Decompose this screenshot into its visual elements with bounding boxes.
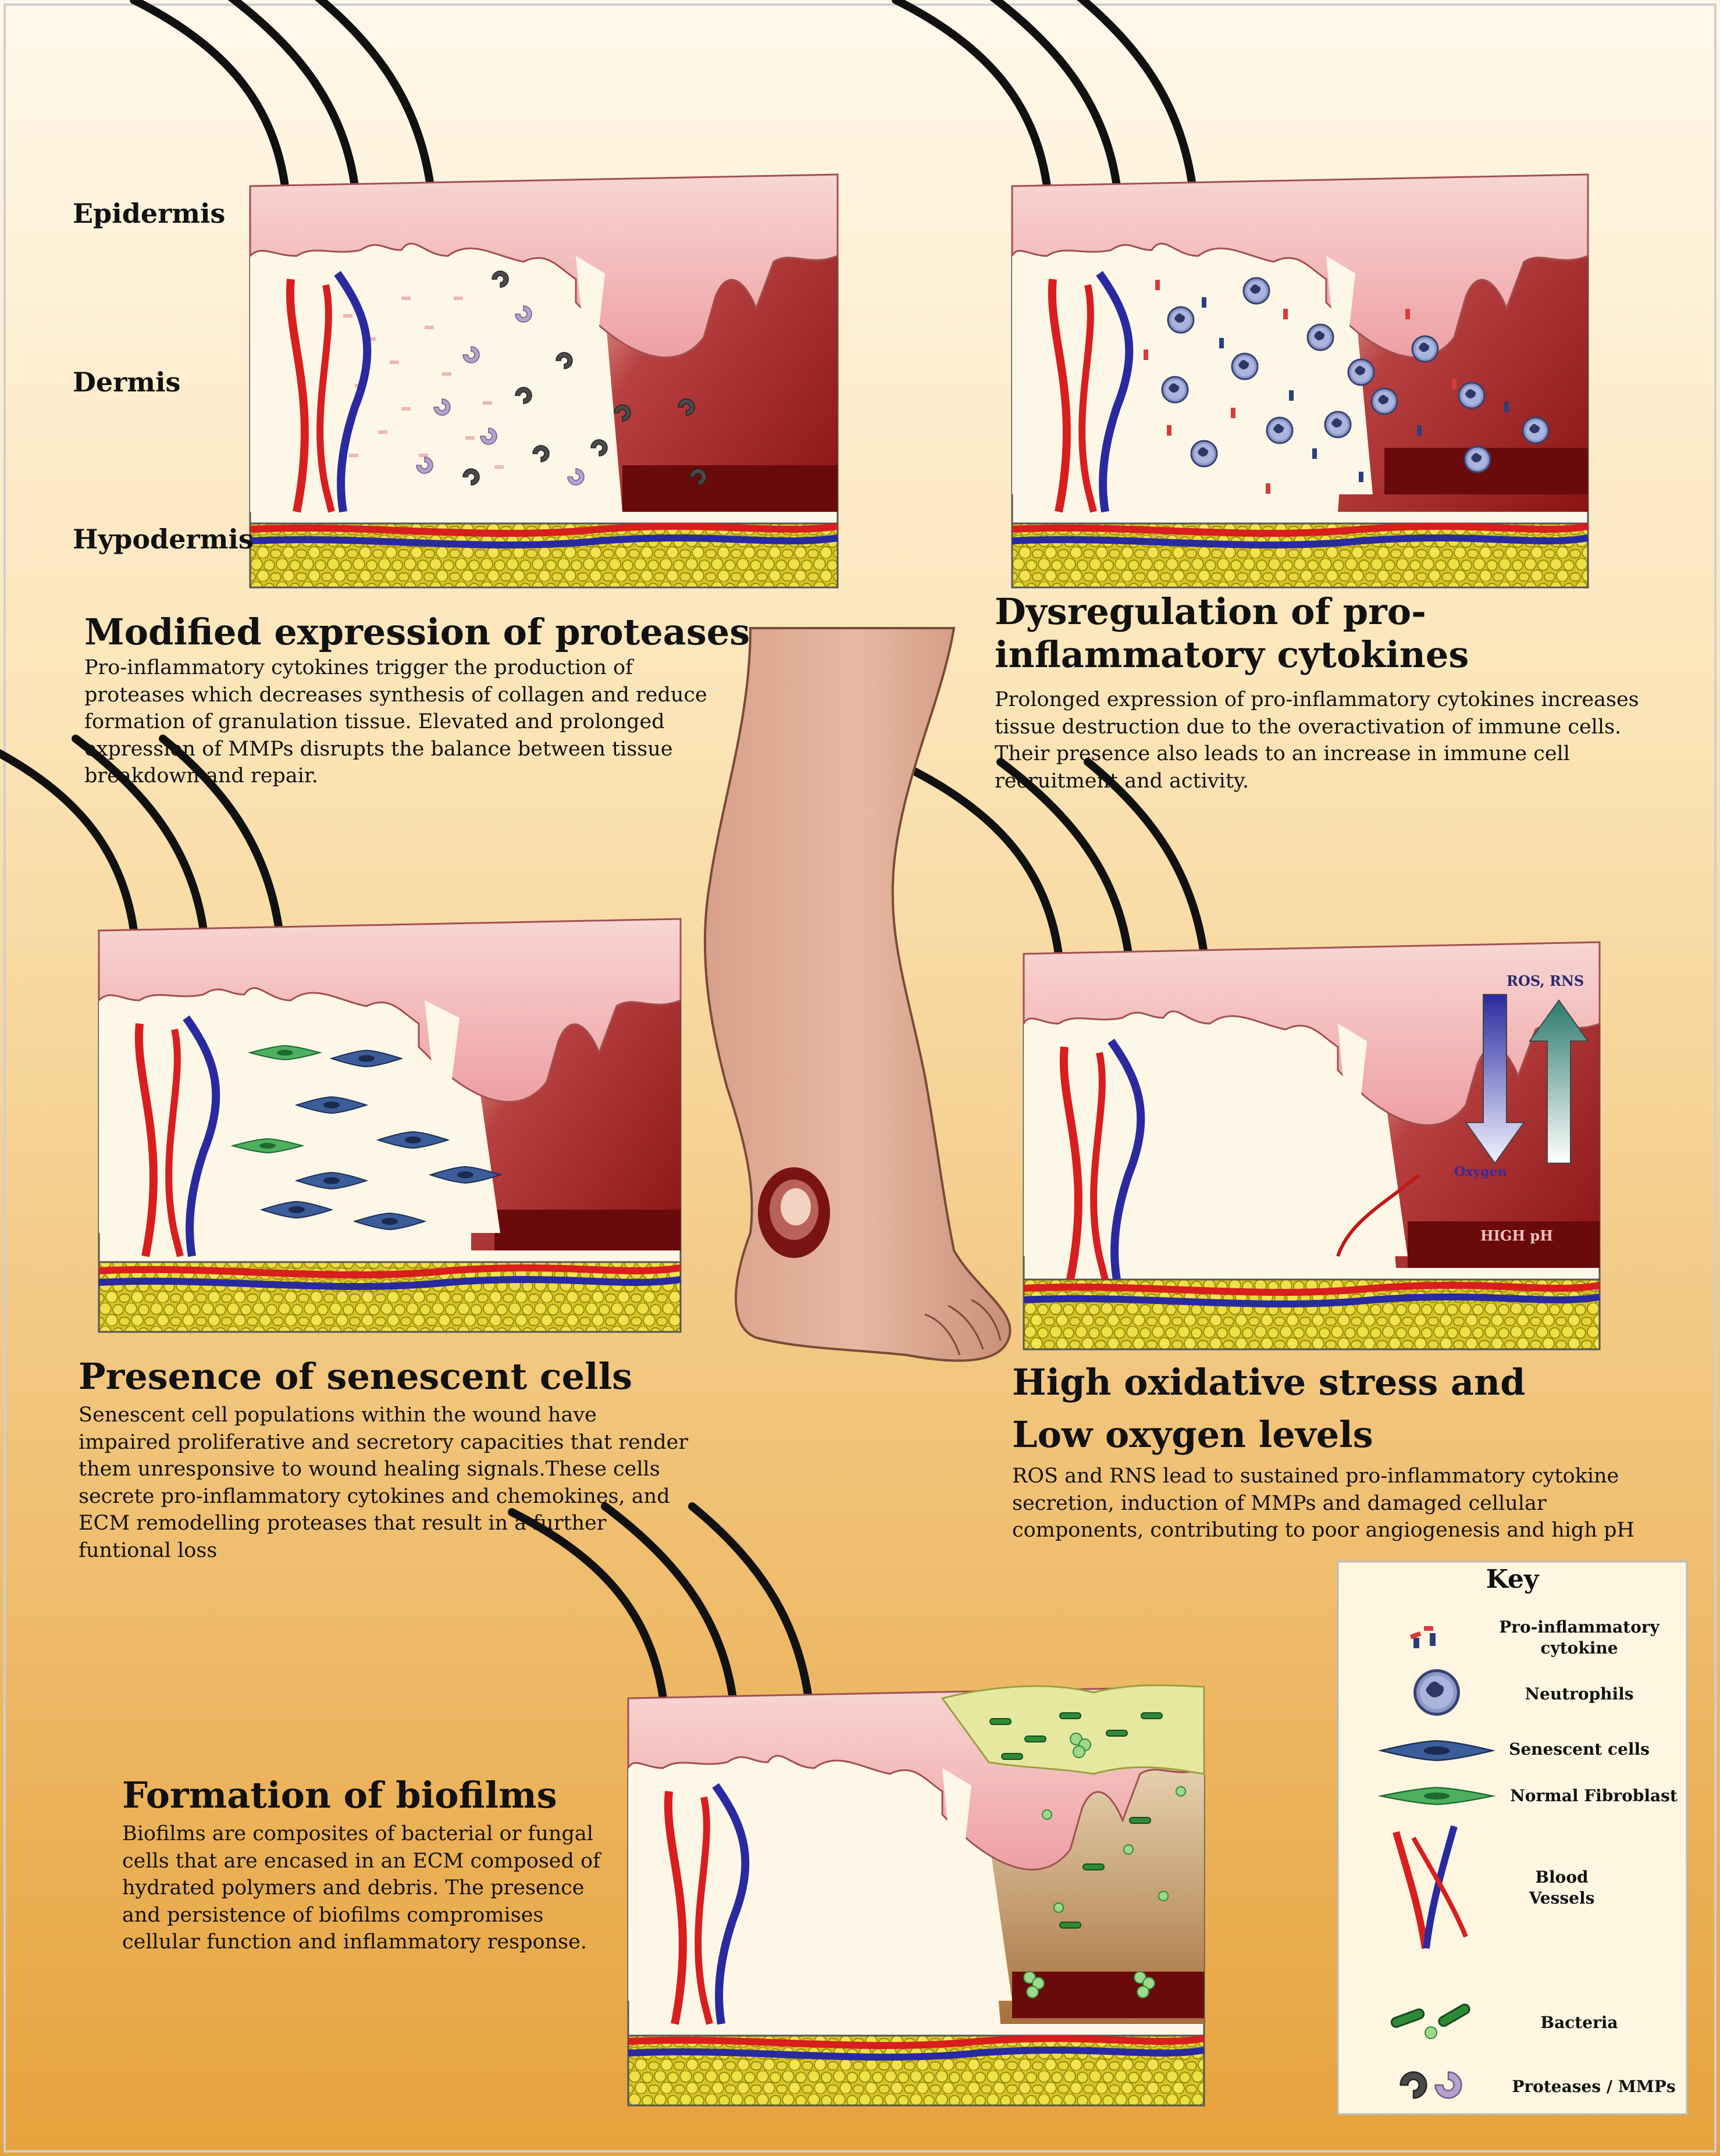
key-label-blood-vessels: Blood Vessels <box>1529 1868 1595 1908</box>
dermis-label: Dermis <box>73 366 181 398</box>
proteases-title: Modified expression of proteases <box>84 611 750 653</box>
panel-proteases-illustration <box>134 0 839 589</box>
oxidative-body: ROS and RNS lead to sustained pro-inflam… <box>1012 1464 1634 1542</box>
biofilms-title: Formation of biofilms <box>122 1774 557 1816</box>
high-ph-label: HIGH pH <box>1480 1227 1553 1244</box>
panel-cytokines-illustration <box>896 0 1589 589</box>
proteases-body: Pro-inflammatory cytokines trigger the p… <box>84 656 707 788</box>
panel-oxidative-illustration <box>907 762 1601 1350</box>
biofilms-body: Biofilms are composites of bacterial or … <box>122 1822 601 1954</box>
senescent-body: Senescent cell populations within the wo… <box>79 1403 689 1562</box>
key-label-fibroblast: Normal Fibroblast <box>1510 1786 1678 1805</box>
blood-vessel-icon <box>1393 1825 1468 1949</box>
key-title: Key <box>1486 1565 1539 1594</box>
senescent-title: Presence of senescent cells <box>79 1355 633 1398</box>
key-label-proteases: Proteases / MMPs <box>1512 2077 1676 2096</box>
neutrophil-icon <box>1415 1671 1459 1715</box>
leg-with-ulcer-illustration <box>703 627 1012 1362</box>
oxygen-label: Oxygen <box>1454 1164 1507 1179</box>
ros-rns-label: ROS, RNS <box>1507 972 1584 989</box>
panel-senescent-illustration <box>0 739 682 1333</box>
cytokines-title: Dysregulation of pro-inflammatory cytoki… <box>995 590 1469 676</box>
oxidative-title-line2: Low oxygen levels <box>1012 1413 1373 1456</box>
key-label-neutrophils: Neutrophils <box>1525 1684 1634 1704</box>
cytokine-icon <box>1409 1626 1436 1648</box>
key-label-bacteria: Bacteria <box>1540 2013 1618 2032</box>
panel-biofilms-illustration <box>512 1506 1205 2107</box>
epidermis-label: Epidermis <box>73 198 226 229</box>
oxidative-title-line1: High oxidative stress and <box>1012 1361 1526 1403</box>
cytokines-body: Prolonged expression of pro-inflammatory… <box>995 688 1639 793</box>
hypodermis-label: Hypodermis <box>73 523 254 555</box>
bacteria-icon <box>1389 2002 1472 2039</box>
key-label-senescent: Senescent cells <box>1509 1740 1650 1759</box>
key-label-cytokine: Pro-inflammatory cytokine <box>1499 1617 1660 1658</box>
key-box <box>1337 1560 1688 2115</box>
